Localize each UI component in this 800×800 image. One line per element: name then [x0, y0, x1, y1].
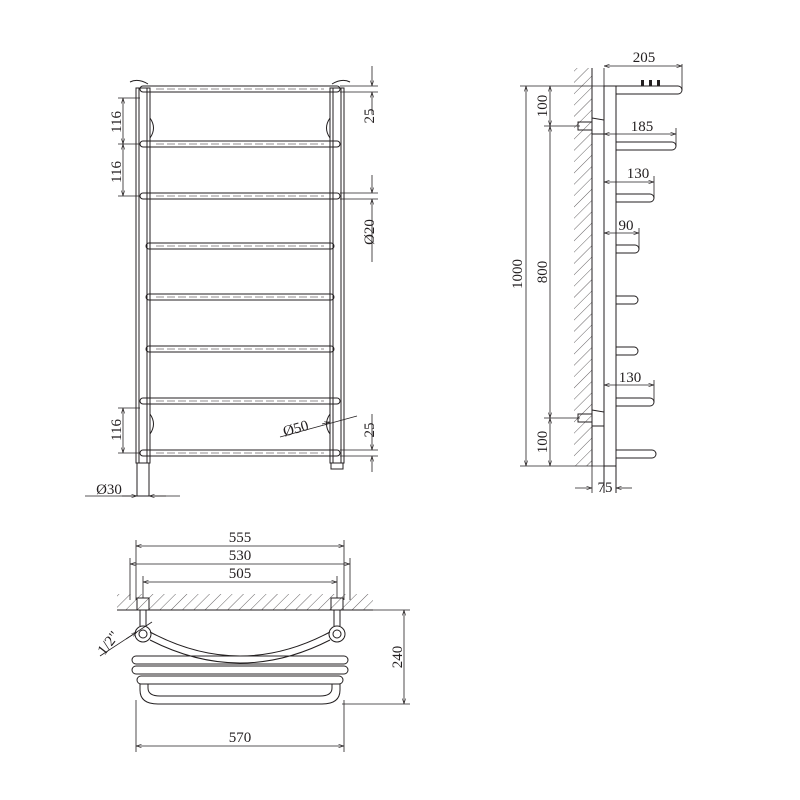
crossbar: [139, 85, 341, 93]
dim-label: 100: [535, 95, 551, 118]
wall-hatch: [117, 594, 373, 610]
arm: [616, 449, 657, 459]
arm: [616, 193, 655, 203]
dim-label: Ø50: [281, 418, 310, 441]
rail: [131, 655, 349, 665]
arm: [616, 244, 640, 254]
side-arms: [616, 80, 683, 459]
bottom-loop: [139, 684, 341, 705]
side-view: 205 185 130 90 130 75 1000: [510, 50, 683, 496]
dim-label: 116: [109, 161, 125, 183]
front-right-dimensions: 25 Ø20 25 Ø50 Ø30: [85, 66, 378, 498]
top-view: 555 530 505 570 240 1/2": [95, 530, 410, 752]
left-collector-section: [134, 625, 152, 643]
dim-label: Ø20: [362, 219, 378, 245]
arm: [616, 397, 655, 407]
arm: [616, 346, 639, 356]
left-pipe: [136, 462, 150, 497]
dim-label: 570: [229, 730, 252, 746]
rail: [131, 665, 349, 675]
dim-label: 130: [627, 166, 650, 182]
dim-label: 1000: [510, 259, 526, 289]
dim-label: 240: [390, 646, 406, 669]
arm: [616, 85, 683, 95]
right-collector-section: [328, 625, 346, 643]
dim-label: 1/2": [95, 629, 123, 659]
arm: [616, 295, 639, 305]
dim-label: 800: [535, 261, 551, 284]
dim-label: 100: [535, 431, 551, 454]
dim-label: 116: [109, 419, 125, 441]
crossbars: [139, 85, 341, 457]
side-vertical-dimensions: 1000 100 800 100: [510, 85, 604, 467]
side-collector: [603, 85, 617, 467]
crossbar: [145, 345, 335, 353]
top-view-dimensions: 555 530 505 570 240 1/2": [95, 530, 410, 752]
dim-label: 25: [362, 109, 378, 124]
dim-label: 530: [229, 548, 252, 564]
curved-bar: [149, 631, 331, 657]
dim-label: 116: [109, 111, 125, 133]
wall-hatch: [574, 68, 592, 466]
dim-label: 205: [633, 50, 656, 66]
dim-label: 130: [619, 370, 642, 386]
dim-label: Ø30: [96, 482, 122, 498]
dim-label: 505: [229, 566, 252, 582]
front-left-dimensions: 116 116 116: [109, 97, 140, 454]
crossbar: [145, 242, 335, 250]
dim-label: 75: [598, 480, 613, 496]
side-depth-dimensions: 205 185 130 90 130 75: [575, 50, 683, 496]
dim-label: 555: [229, 530, 252, 546]
crossbar: [139, 397, 341, 405]
arm: [616, 141, 677, 151]
dim-label: 25: [362, 423, 378, 438]
crossbar: [145, 293, 335, 301]
rail: [136, 675, 344, 685]
front-view: 116 116 116 25 Ø20 25 Ø50: [85, 66, 378, 498]
dim-label: 90: [619, 218, 634, 234]
right-collector: [329, 87, 345, 464]
dim-label: 185: [631, 119, 654, 135]
